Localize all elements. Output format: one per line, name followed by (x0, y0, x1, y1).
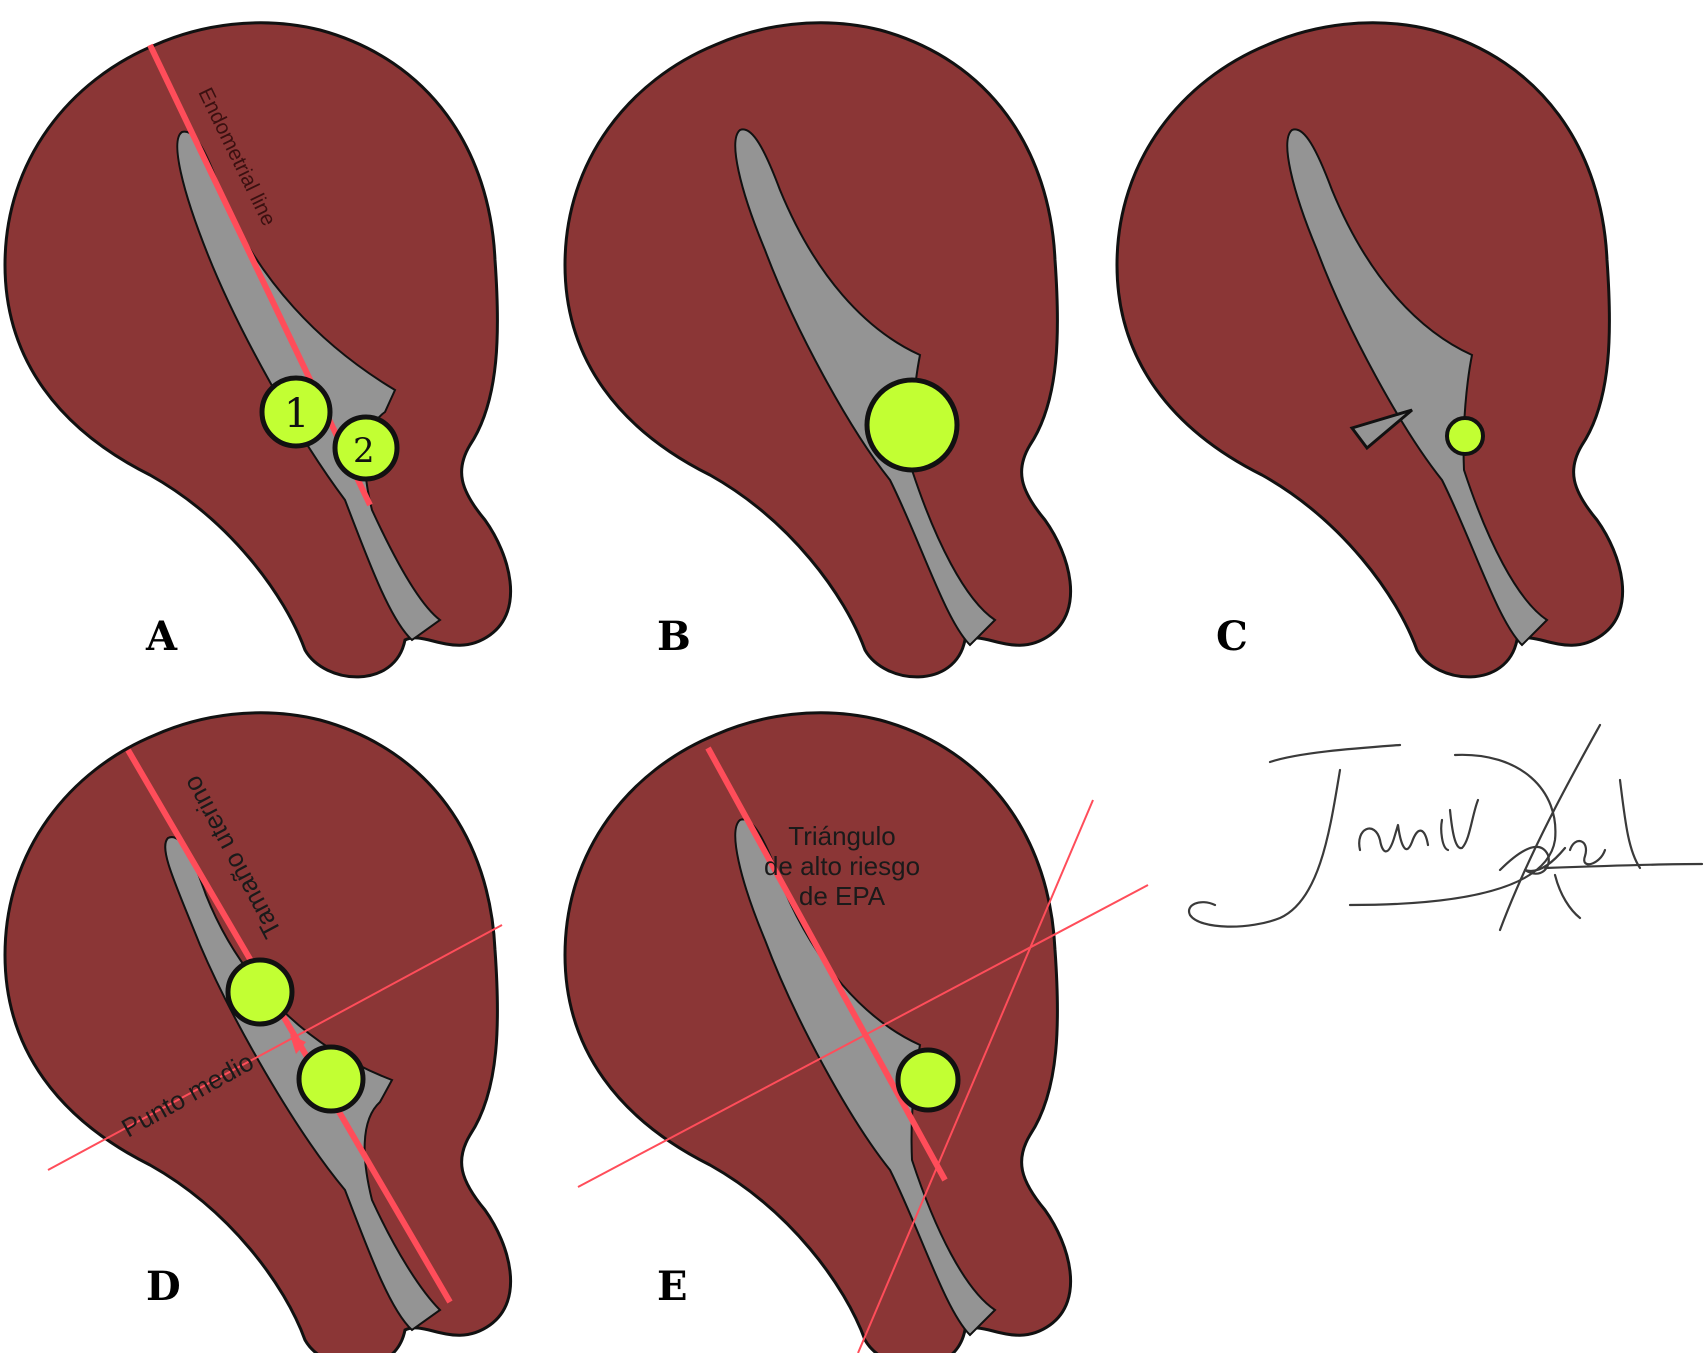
gestational-sac-2 (332, 414, 400, 482)
uterine-size-line (705, 746, 948, 1182)
risk-triangle-label-line-3: de EPA (799, 881, 886, 911)
midpoint-marker (290, 1035, 306, 1054)
panel-d: Tamaño uterino Punto medio D (3, 711, 513, 1353)
endometrial-line (147, 43, 373, 507)
risk-triangle-label-line-1: Triángulo (788, 821, 895, 851)
risk-triangle-label-line-2: de alto riesgo (764, 851, 920, 881)
panel-a: Endometrial line 1 2 A (3, 21, 513, 679)
panel-letter-d: D (146, 1263, 181, 1310)
panel-letter-c: C (1216, 613, 1248, 660)
risk-triangle-line-vertical (857, 799, 1094, 1353)
sac-number-2: 2 (353, 431, 375, 471)
uterine-size-line (125, 748, 453, 1304)
sac-number-1: 1 (284, 391, 309, 437)
gestational-sac-1 (259, 375, 333, 449)
gestational-sac-upper (225, 957, 295, 1027)
panel-c: C (1115, 21, 1625, 679)
gestational-sac-lower (296, 1044, 366, 1114)
gestational-sac (895, 1047, 961, 1113)
panel-letter-b: B (657, 613, 691, 660)
gestational-sac (864, 377, 960, 473)
risk-triangle-line-horizontal (577, 884, 1149, 1188)
panel-letter-a: A (145, 613, 178, 660)
midpoint-perpendicular-line (47, 924, 503, 1171)
author-signature (1187, 723, 1704, 932)
gestational-sac (1445, 416, 1485, 456)
panel-e: Triángulo de alto riesgo de EPA E (563, 711, 1149, 1353)
panel-b: B (563, 21, 1073, 679)
panel-letter-e: E (657, 1263, 688, 1310)
cornual-spike (1349, 408, 1413, 451)
